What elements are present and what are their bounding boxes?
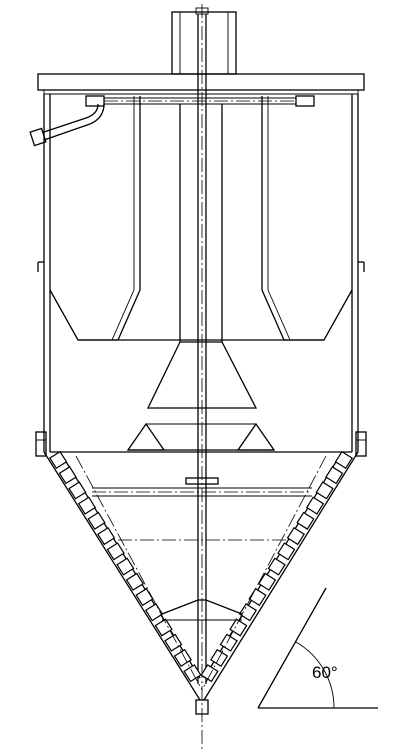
conical-bottom [43,451,359,701]
scraper-arms [75,455,327,691]
right-cone-jacket [200,450,353,683]
inlet-pipe [29,103,105,147]
top-cover-plate [37,73,365,95]
distribution-launder [85,95,315,107]
central-feed-tube [179,103,223,342]
angle-indicator [257,587,378,709]
drive-motor [171,7,237,75]
lower-baffles [126,422,276,451]
tank-shell [35,94,367,457]
bottom-outlet [195,699,209,715]
central-shaft [185,4,219,752]
left-cone-jacket [49,450,202,683]
right-settling-chamber [261,96,353,341]
angle-label: 60° [312,663,338,682]
